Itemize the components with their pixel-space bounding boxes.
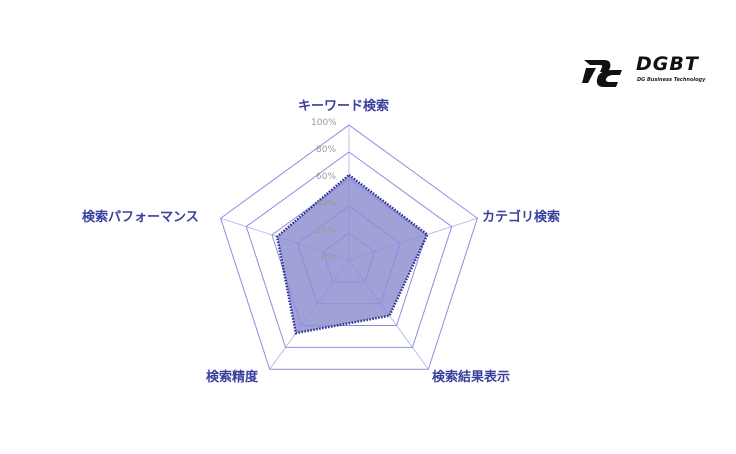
series-area (277, 174, 428, 334)
grid-ring-80 (245, 151, 453, 348)
axis-label-performance: 検索パフォーマンス (82, 210, 199, 225)
grid-spoke (348, 217, 478, 261)
tick-label-60: 60% (316, 172, 337, 182)
grid-spoke (220, 217, 350, 261)
grid-ring-20 (322, 232, 376, 283)
series-outline (275, 173, 429, 335)
axis-label-results-display: 検索結果表示 (432, 370, 511, 385)
tick-label-100: 100% (311, 118, 337, 128)
tick-label-20: 20% (316, 226, 337, 236)
logo-name: DGBT (636, 53, 699, 75)
grid-ring-40 (297, 205, 401, 305)
tick-label-80: 80% (316, 145, 337, 155)
dg-logo-mark-icon (582, 60, 622, 87)
axis-label-keyword-search: キーワード検索 (298, 99, 390, 114)
grid-ring-100 (220, 124, 478, 370)
axis-label-category-search: カテゴリ検索 (482, 210, 561, 225)
tick-label-40: 40% (316, 199, 337, 209)
logo-subtitle: DG Business Technology (637, 77, 706, 83)
axis-label-accuracy: 検索精度 (206, 370, 259, 385)
grid-ring-60 (271, 178, 427, 327)
grid-spoke (269, 259, 350, 370)
dgbt-logo: DGBT DG Business Technology (582, 53, 717, 88)
tick-label-0: 0% (321, 253, 336, 263)
